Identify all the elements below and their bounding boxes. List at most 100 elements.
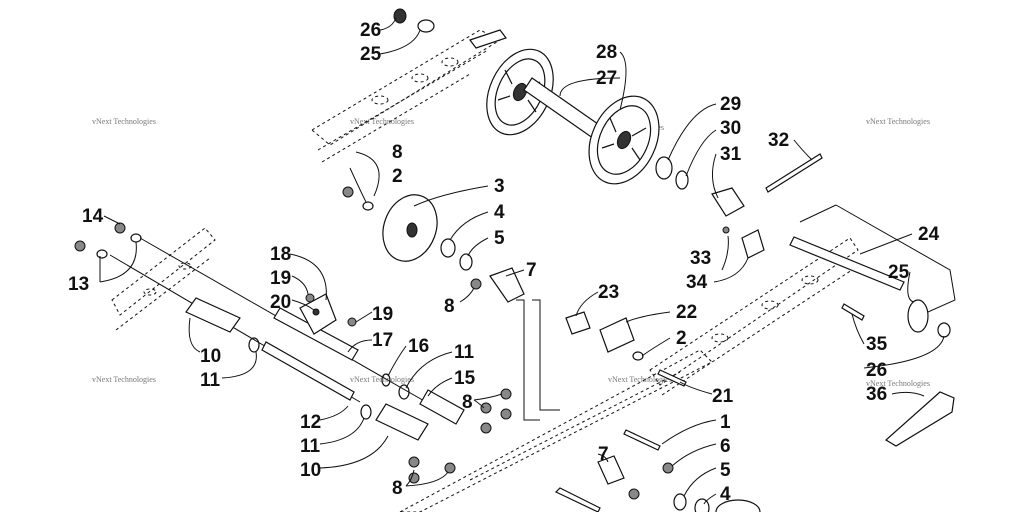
shaft-17	[273, 307, 359, 361]
callout-6: 6	[720, 436, 731, 457]
upper-rail	[311, 29, 502, 163]
idler-wheel-outer	[486, 48, 554, 136]
nut-14	[114, 222, 126, 234]
nut-6	[662, 462, 674, 474]
bolt-35	[841, 303, 865, 321]
block-22	[599, 317, 635, 353]
washer-2a	[362, 201, 374, 211]
washer-2b	[632, 351, 644, 361]
callout-8: 8	[392, 142, 403, 163]
washer-13	[96, 249, 108, 259]
callout-3: 3	[494, 176, 505, 197]
shaft-12	[261, 341, 355, 401]
connector	[532, 299, 560, 411]
bolt-lower	[554, 487, 601, 512]
nut-19a	[305, 293, 315, 303]
callout-29: 29	[720, 94, 741, 115]
callout-7: 7	[598, 444, 609, 465]
bolt-21	[657, 369, 687, 387]
washer-11b	[398, 384, 410, 400]
callout-2: 2	[676, 328, 687, 349]
callout-8: 8	[392, 478, 403, 499]
callout-7: 7	[526, 260, 537, 281]
callout-34: 34	[686, 272, 708, 293]
bracket-24	[835, 204, 956, 321]
ring-16	[381, 373, 391, 387]
nut-26	[393, 8, 407, 24]
watermark: vNext Technologies	[866, 379, 930, 388]
right-rail	[649, 237, 859, 396]
watermark: vNext Technologies	[608, 375, 672, 384]
connector	[516, 299, 540, 421]
callout-31: 31	[720, 144, 742, 165]
cap-26	[937, 322, 951, 338]
ring-5a	[459, 253, 473, 271]
bracket-top	[469, 29, 507, 49]
callout-19: 19	[270, 268, 291, 289]
pin-20	[312, 308, 320, 316]
watermark: vNext Technologies	[350, 117, 414, 126]
callout-24: 24	[918, 224, 940, 245]
callout-26: 26	[360, 20, 381, 41]
spacer-31	[711, 187, 745, 217]
bearing-4a	[440, 238, 456, 258]
nut-8d	[444, 462, 456, 474]
washer-25	[417, 19, 435, 33]
callout-27: 27	[596, 68, 617, 89]
nut-8c	[480, 402, 492, 414]
bearing-29	[655, 156, 673, 180]
callout-25: 25	[888, 262, 910, 283]
callout-21: 21	[712, 386, 734, 407]
washer-11c	[360, 404, 372, 420]
nut-8b	[470, 278, 482, 290]
callout-13: 13	[68, 274, 89, 295]
callout-2: 2	[392, 166, 403, 187]
bolt-1	[623, 429, 661, 451]
callout-35: 35	[866, 334, 888, 355]
bracket-7b	[597, 455, 625, 485]
callout-14: 14	[82, 206, 104, 227]
callout-15: 15	[454, 368, 476, 389]
watermark: vNext Technologies	[866, 117, 930, 126]
tube-10a	[185, 297, 241, 333]
callout-4: 4	[494, 202, 505, 223]
callout-10: 10	[200, 346, 221, 367]
callout-5: 5	[720, 460, 731, 481]
nut-8c	[480, 422, 492, 434]
callout-22: 22	[676, 302, 697, 323]
callout-30: 30	[720, 118, 741, 139]
bogie-wheel-lower	[715, 499, 761, 512]
callouts: 26 25 28 27 29 30 31 32 24 25 8 2 3 4 5 …	[68, 20, 940, 505]
nut-8d	[408, 456, 420, 468]
tube-15	[419, 389, 465, 425]
nut-8a	[342, 186, 354, 198]
ring-5b	[673, 493, 687, 511]
callout-17: 17	[372, 330, 393, 351]
washer-11a	[248, 337, 260, 353]
leader-lines	[99, 17, 945, 505]
callout-32: 32	[768, 130, 789, 151]
callout-4: 4	[720, 484, 731, 505]
callout-16: 16	[408, 336, 429, 357]
nut-13	[74, 240, 86, 252]
callout-28: 28	[596, 42, 617, 63]
callout-18: 18	[270, 244, 291, 265]
callout-11: 11	[454, 342, 475, 363]
callout-8: 8	[444, 296, 455, 317]
callout-12: 12	[300, 412, 321, 433]
callout-25: 25	[360, 44, 382, 65]
callout-26: 26	[866, 360, 887, 381]
callout-11: 11	[300, 436, 321, 457]
snap-ring-30	[675, 170, 689, 190]
callout-1: 1	[720, 412, 731, 433]
bolt-32	[765, 153, 823, 193]
callout-11: 11	[200, 370, 221, 391]
callout-8: 8	[462, 392, 473, 413]
callout-33: 33	[690, 248, 711, 269]
washer-14	[130, 233, 142, 243]
adjuster-36	[884, 391, 955, 447]
watermark: vNext Technologies	[92, 375, 156, 384]
nut-8d	[408, 472, 420, 484]
nut-8c	[500, 388, 512, 400]
